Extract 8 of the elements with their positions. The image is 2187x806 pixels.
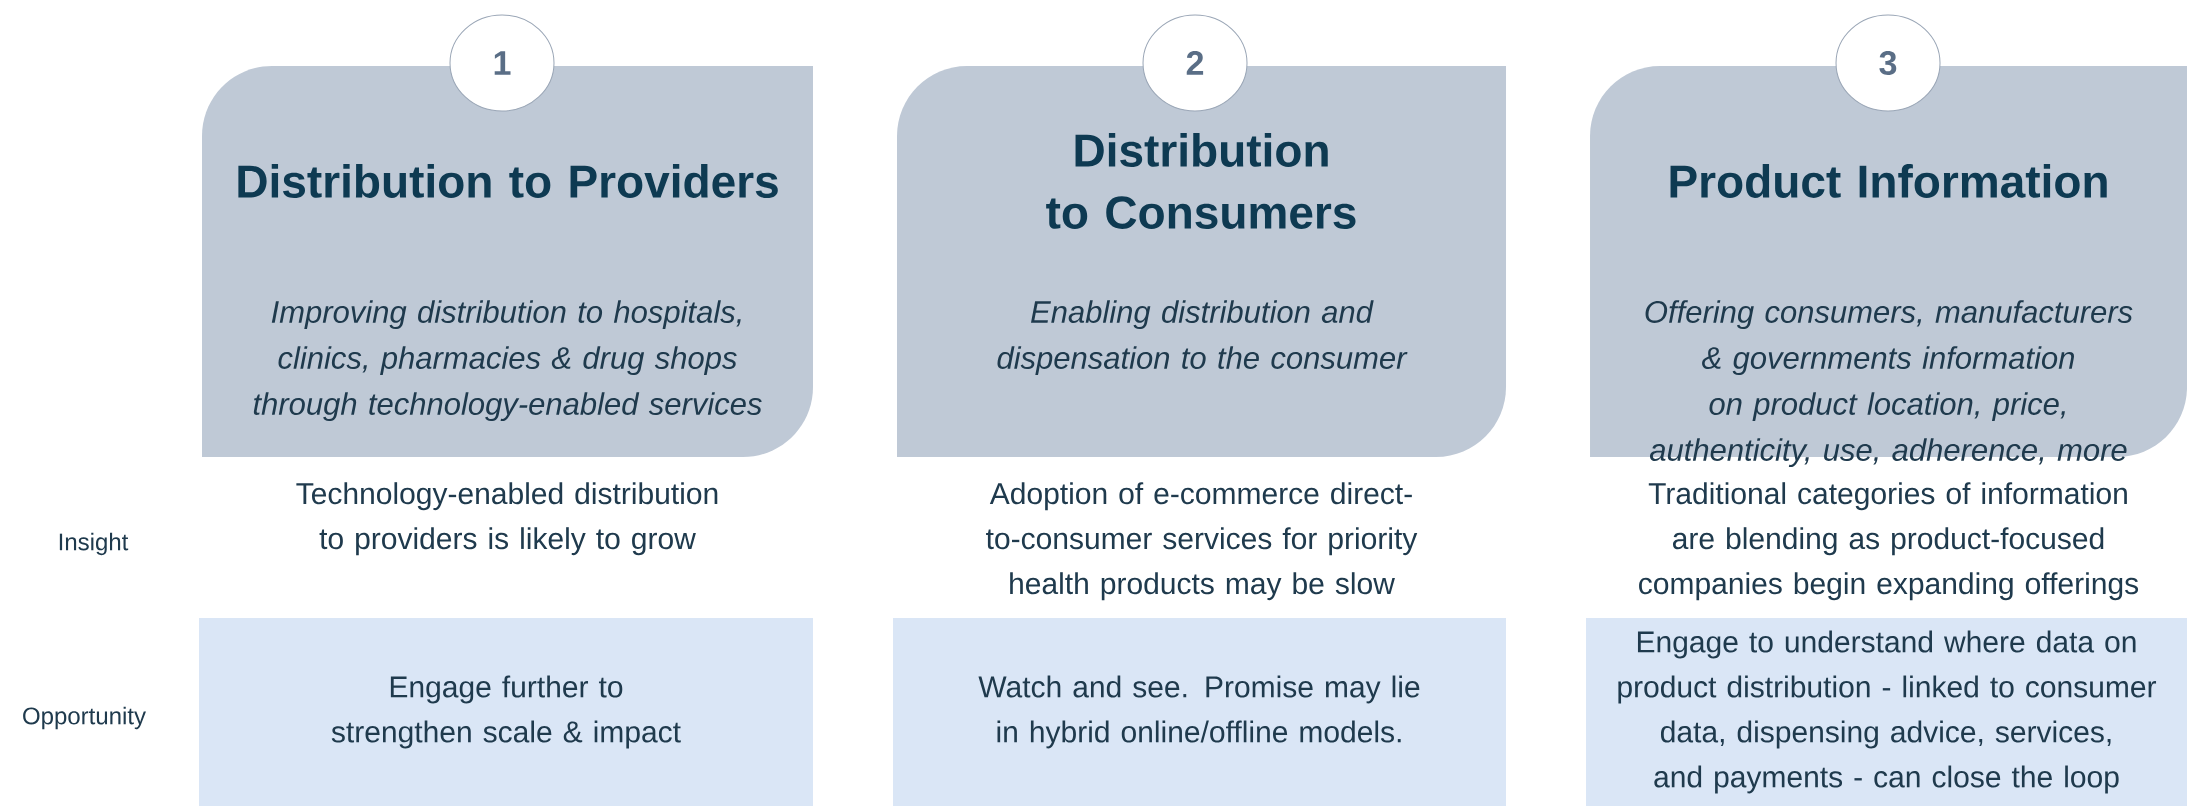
row-label: Insight [59,532,129,556]
insight-text: Technology-enabled distribution to providers is likely to grow [296,482,718,556]
row-label: Opportunity [23,706,146,730]
opportunity-box: Watch and see. Promise may lie in hybrid online/offline models. [893,618,1506,806]
insight-text: Adoption of e-commerce direct-to-consumer services for priority health products may be slow [986,482,1418,601]
opportunity-box: Engage to understand where data on product distribution - linked to consumer data, dispensing advice, services, and payments - can close the loop [1586,618,2187,806]
opportunity-box: Engage further to strengthen scale & impact [199,618,813,806]
insight-text: Traditional categories of information are blending as product-focused companies begin expanding offerings [1639,482,2139,601]
